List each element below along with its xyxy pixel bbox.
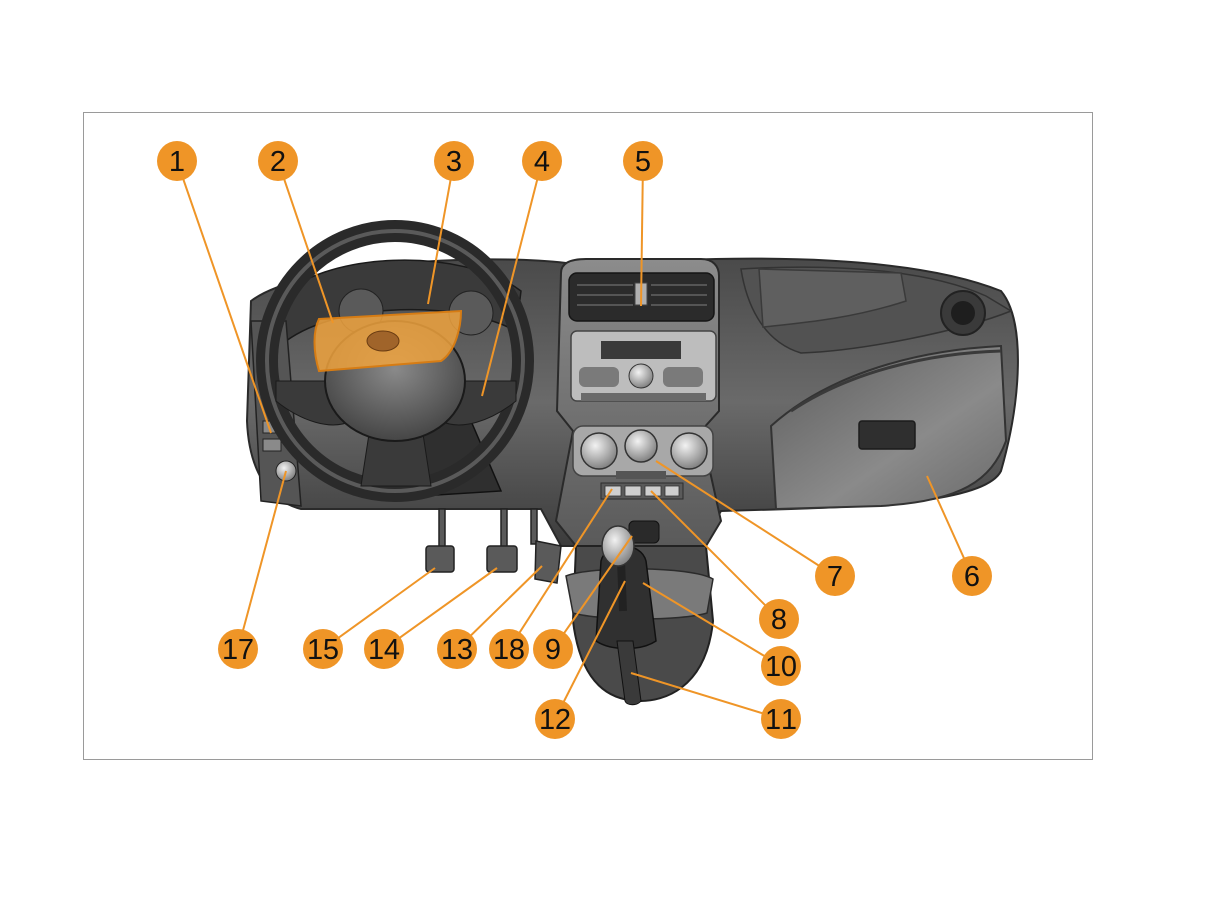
callout-circle <box>759 599 799 639</box>
callout-circle <box>437 629 477 669</box>
callout-circle <box>489 629 529 669</box>
pedals <box>425 508 562 584</box>
callout-label: 11 <box>765 704 797 736</box>
callout-circle <box>533 629 573 669</box>
heater-knob-left <box>580 432 618 470</box>
callout-label: 13 <box>441 634 473 666</box>
leader-line-9 <box>552 535 633 650</box>
callout-10: 10 <box>761 646 801 686</box>
callout-circle <box>623 141 663 181</box>
callout-label: 14 <box>368 634 400 666</box>
callout-circle <box>522 141 562 181</box>
leader-line-2 <box>277 160 334 324</box>
callout-circle <box>535 699 575 739</box>
callout-2: 2 <box>258 141 298 181</box>
leader-line-1 <box>176 160 272 434</box>
passenger-airbag-panel <box>758 268 907 328</box>
callout-8: 8 <box>759 599 799 639</box>
leader-line-3 <box>427 160 455 305</box>
callout-label: 12 <box>539 704 571 736</box>
switch-block <box>600 482 684 500</box>
callout-circle <box>157 141 197 181</box>
callout-4: 4 <box>522 141 562 181</box>
callout-11: 11 <box>761 699 801 739</box>
callout-1: 1 <box>157 141 197 181</box>
callout-circle <box>761 699 801 739</box>
callout-circle <box>434 141 474 181</box>
gear-knob <box>601 525 635 567</box>
callout-circle <box>258 141 298 181</box>
callout-17: 17 <box>218 629 258 669</box>
heater-knob-center <box>624 429 658 463</box>
leader-line-15 <box>322 567 436 650</box>
audio-volume-knob <box>628 363 654 389</box>
callout-6: 6 <box>952 556 992 596</box>
leader-line-11 <box>630 672 782 720</box>
callout-circle <box>303 629 343 669</box>
callout-circle <box>815 556 855 596</box>
callout-9: 9 <box>533 629 573 669</box>
leader-line-14 <box>383 567 498 650</box>
leader-line-17 <box>237 470 287 650</box>
callout-label: 2 <box>270 146 286 178</box>
leader-line-18 <box>508 488 613 650</box>
leader-line-4 <box>481 160 543 397</box>
callout-label: 4 <box>534 146 550 178</box>
leader-line-8 <box>650 490 780 620</box>
leader-line-5 <box>640 160 644 307</box>
callout-5: 5 <box>623 141 663 181</box>
callout-label: 1 <box>169 146 185 178</box>
callout-3: 3 <box>434 141 474 181</box>
callout-label: 5 <box>635 146 651 178</box>
brand-logo <box>366 330 400 352</box>
leader-lines <box>176 160 973 720</box>
callout-18: 18 <box>489 629 529 669</box>
glove-box-decor-line <box>790 349 1002 413</box>
callout-circle <box>364 629 404 669</box>
leader-line-12 <box>554 580 626 720</box>
callout-label: 6 <box>964 561 980 593</box>
callout-circle <box>761 646 801 686</box>
callout-15: 15 <box>303 629 343 669</box>
callout-label: 3 <box>446 146 462 178</box>
callout-label: 15 <box>307 634 339 666</box>
callout-14: 14 <box>364 629 404 669</box>
heater-knob-right <box>670 432 708 470</box>
callout-7: 7 <box>815 556 855 596</box>
callout-label: 18 <box>493 634 525 666</box>
parking-brake-lever <box>616 640 642 706</box>
callout-label: 8 <box>771 604 787 636</box>
leader-line-10 <box>642 582 782 667</box>
glove-box-handle <box>858 420 916 450</box>
callout-label: 7 <box>827 561 843 593</box>
callout-13: 13 <box>437 629 477 669</box>
callout-label: 17 <box>222 634 254 666</box>
callout-label: 10 <box>765 651 797 683</box>
callout-circle <box>952 556 992 596</box>
callout-circle <box>218 629 258 669</box>
leader-line-7 <box>655 460 836 577</box>
callout-label: 9 <box>545 634 561 666</box>
callout-12: 12 <box>535 699 575 739</box>
